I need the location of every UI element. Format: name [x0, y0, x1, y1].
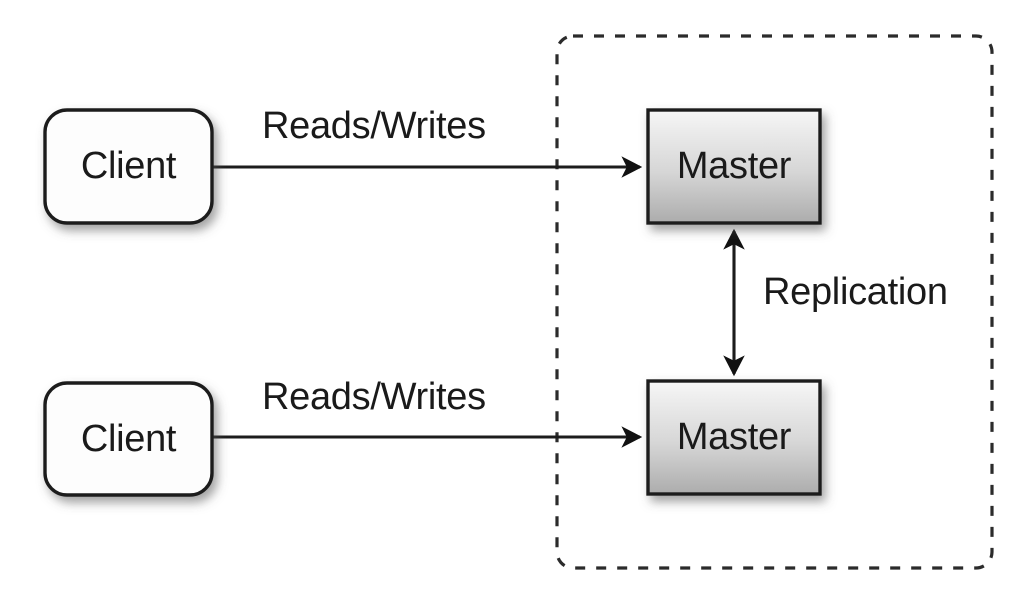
node-client-bottom[interactable]	[43, 381, 214, 497]
node-master-top[interactable]	[646, 108, 822, 225]
node-client-top[interactable]	[43, 108, 214, 225]
node-master-bottom[interactable]	[646, 379, 822, 496]
edge-label-reads-writes-top: Reads/Writes	[262, 105, 486, 147]
edge-label-reads-writes-bottom: Reads/Writes	[262, 376, 486, 418]
replication-cluster-boundary	[555, 34, 994, 570]
edge-label-replication: Replication	[763, 271, 948, 313]
